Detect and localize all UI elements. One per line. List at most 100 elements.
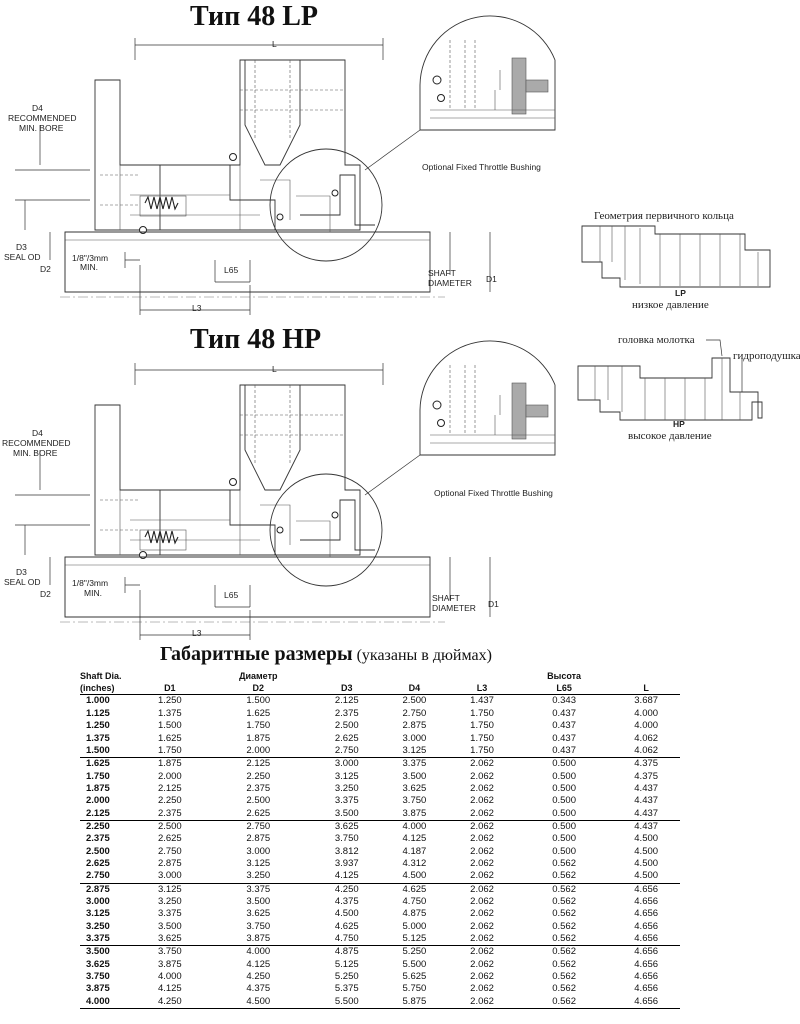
shaft-dia-cell: 3.500 bbox=[80, 945, 136, 959]
table-cell: 4.875 bbox=[312, 945, 381, 959]
table-cell: 3.125 bbox=[402, 744, 427, 756]
table-cell: 2.062 bbox=[470, 845, 494, 857]
table-cell: 2.625 bbox=[334, 732, 359, 744]
table-cell: 4.500 bbox=[634, 833, 659, 845]
table-cell: 3.500 bbox=[157, 920, 182, 932]
table-cell: 2.062 bbox=[470, 971, 494, 983]
table-cell: 3.125 bbox=[334, 770, 359, 782]
dim-label-l3: L3 bbox=[192, 628, 202, 638]
dim-label-diameter: DIAMETER bbox=[428, 278, 472, 288]
table-cell: 0.562 bbox=[552, 857, 576, 869]
drawing-labels: L D4 RECOMMENDED MIN. BORE D3 SEAL OD D2… bbox=[4, 39, 541, 313]
table-cell: 2.062 bbox=[470, 870, 494, 882]
table-cell: 0.437 bbox=[552, 732, 576, 744]
table-cell: 5.625 bbox=[402, 971, 427, 983]
table-cell: 0.562 bbox=[515, 882, 613, 896]
table-cell: 4.625 bbox=[380, 882, 449, 896]
shaft-column-header: Shaft Dia. bbox=[80, 671, 122, 681]
table-cell: 0.500 bbox=[515, 819, 613, 834]
table-cell: 0.500 bbox=[515, 757, 613, 771]
table-cell: 3.250 bbox=[246, 870, 271, 882]
table-cell: 2.500 bbox=[334, 720, 359, 732]
table-cell: 2.062 bbox=[470, 983, 494, 995]
table-cell: 5.375 bbox=[334, 983, 359, 995]
seal-assembly-outline bbox=[60, 384, 445, 623]
table-cell: 2.062 bbox=[470, 958, 494, 970]
dim-label-min: MIN. bbox=[84, 588, 102, 598]
table-cell: 5.000 bbox=[402, 920, 427, 932]
dim-label-d1: D1 bbox=[486, 274, 497, 284]
table-cell: 4.187 bbox=[402, 845, 427, 857]
dimensions-title-units: (указаны в дюймах) bbox=[356, 647, 492, 664]
table-cell: 0.437 bbox=[552, 707, 576, 719]
column-header-d4: D4 bbox=[380, 682, 449, 696]
shaft-dia-cell: 3.625 bbox=[86, 958, 110, 970]
table-group-header-row: Shaft Dia. Диаметр Высота bbox=[80, 670, 680, 682]
table-cell: 2.062 bbox=[470, 782, 494, 794]
ring-geometry-heading: Геометрия первичного кольца bbox=[594, 210, 734, 222]
table-cell: 2.062 bbox=[470, 895, 494, 907]
dim-label-d4: D4 bbox=[32, 428, 43, 438]
table-cell: 3.250 bbox=[334, 782, 359, 794]
table-cell: 5.500 bbox=[402, 958, 427, 970]
table-cell: 2.125 bbox=[334, 695, 359, 707]
shaft-dia-cell: 1.125 bbox=[86, 707, 110, 719]
table-cell: 3.750 bbox=[334, 833, 359, 845]
table-cell: 4.500 bbox=[634, 845, 659, 857]
shaft-dia-cell: 4.000 bbox=[80, 995, 136, 1009]
table-cell: 3.750 bbox=[246, 920, 271, 932]
dim-label-clearance: 1/8"/3mm bbox=[72, 253, 108, 263]
table-cell: 1.500 bbox=[157, 720, 182, 732]
table-cell: 4.656 bbox=[634, 983, 659, 995]
shaft-dia-cell: 2.375 bbox=[86, 833, 110, 845]
table-cell: 4.375 bbox=[612, 757, 680, 771]
table-cell: 2.062 bbox=[448, 819, 516, 834]
dimension-lines bbox=[15, 38, 491, 315]
table-cell: 5.250 bbox=[380, 945, 449, 959]
table-cell: 2.250 bbox=[246, 770, 271, 782]
table-cell: 4.375 bbox=[246, 983, 271, 995]
dim-label-d2: D2 bbox=[40, 589, 51, 599]
table-cell: 3.000 bbox=[312, 757, 381, 771]
table-cell: 1.750 bbox=[470, 720, 494, 732]
shaft-dia-cell: 1.375 bbox=[86, 732, 110, 744]
shaft-dia-cell: 2.625 bbox=[86, 857, 110, 869]
table-cell: 3.875 bbox=[402, 807, 427, 819]
table-cell: 3.125 bbox=[246, 857, 271, 869]
dimensions-title: Габаритные размеры (указаны в дюймах) bbox=[160, 643, 492, 666]
table-cell: 2.062 bbox=[470, 908, 494, 920]
table-cell: 2.875 bbox=[157, 857, 182, 869]
bushing-label: Optional Fixed Throttle Bushing bbox=[422, 162, 541, 172]
table-cell: 2.625 bbox=[157, 833, 182, 845]
table-cell: 3.875 bbox=[246, 933, 271, 944]
table-cell: 2.062 bbox=[470, 920, 494, 932]
dim-label-shaft: SHAFT bbox=[432, 593, 460, 603]
table-cell: 4.250 bbox=[136, 995, 204, 1009]
table-cell: 4.656 bbox=[634, 908, 659, 920]
table-cell: 4.656 bbox=[634, 895, 659, 907]
table-cell: 4.375 bbox=[634, 770, 659, 782]
dim-label-d3: D3 bbox=[16, 242, 27, 252]
table-cell: 2.375 bbox=[334, 707, 359, 719]
table-cell: 4.000 bbox=[203, 945, 313, 959]
table-cell: 4.656 bbox=[612, 882, 680, 896]
table-cell: 3.500 bbox=[402, 770, 427, 782]
table-cell: 0.562 bbox=[515, 945, 613, 959]
table-cell: 2.062 bbox=[448, 757, 516, 771]
column-header-d3: D3 bbox=[312, 682, 381, 696]
table-cell: 2.875 bbox=[246, 833, 271, 845]
table-cell: 4.000 bbox=[157, 971, 182, 983]
table-cell: 2.125 bbox=[157, 782, 182, 794]
table-cell: 0.343 bbox=[552, 695, 576, 707]
